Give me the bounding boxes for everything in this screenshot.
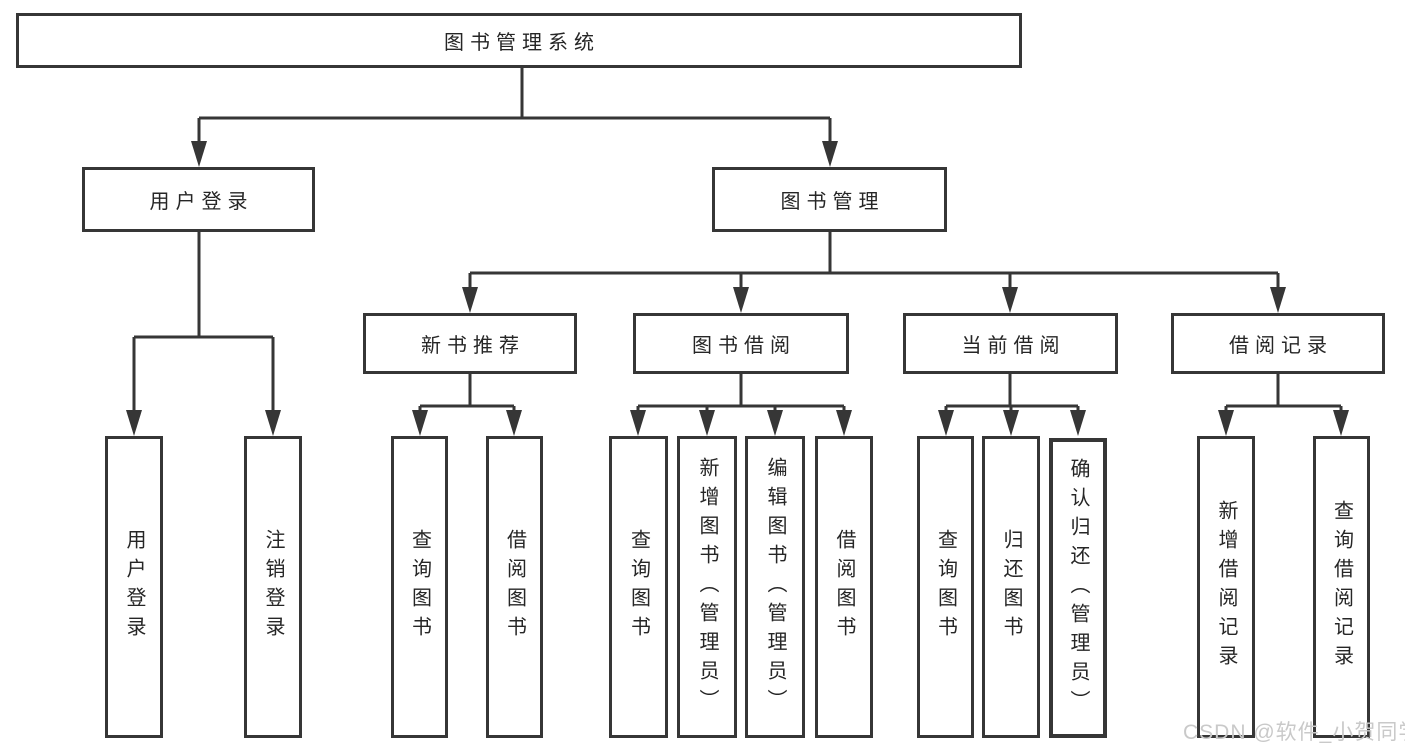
node-label: 借阅图书 — [833, 529, 855, 645]
node-label: 图书借阅 — [692, 335, 796, 357]
watermark: CSDN @软件_小贺同学 — [1183, 721, 1405, 744]
node-label: 确认归还（管理员） — [1067, 457, 1089, 719]
node-label: 用户登录 — [149, 191, 254, 213]
leaf-nbr-query-books: 查询图书 — [391, 436, 448, 738]
node-label: 借阅图书 — [503, 529, 526, 645]
leaf-cb-confirm-return-admin: 确认归还（管理员） — [1049, 438, 1107, 738]
node-label: 归还图书 — [1000, 529, 1022, 645]
node-label: 注销登录 — [262, 529, 284, 645]
node-label: 用户登录 — [123, 529, 145, 645]
leaf-bb-edit-books-admin: 编辑图书（管理员） — [745, 436, 805, 738]
node-label: 当前借阅 — [961, 335, 1066, 357]
leaf-bb-add-books-admin: 新增图书（管理员） — [677, 436, 737, 738]
node-book-borrowing: 图书借阅 — [633, 313, 849, 374]
leaf-br-add-record: 新增借阅记录 — [1197, 436, 1255, 738]
leaf-cb-query-books: 查询图书 — [917, 436, 974, 738]
leaf-user-login: 用户登录 — [105, 436, 163, 738]
node-label: 新增图书（管理员） — [696, 456, 718, 718]
node-root: 图书管理系统 — [16, 13, 1022, 68]
node-label: 查询图书 — [934, 529, 957, 645]
leaf-cb-return-books: 归还图书 — [982, 436, 1040, 738]
node-label: 查询图书 — [408, 529, 431, 645]
node-label: 借阅记录 — [1229, 335, 1333, 357]
leaf-bb-query-books: 查询图书 — [609, 436, 668, 738]
arrowheads — [126, 141, 1349, 436]
node-user-login: 用户登录 — [82, 167, 315, 232]
node-borrowing-records: 借阅记录 — [1171, 313, 1385, 374]
connector-paths — [132, 68, 1343, 414]
node-current-borrowing: 当前借阅 — [903, 313, 1118, 374]
node-label: 新书推荐 — [421, 335, 525, 357]
node-book-management: 图书管理 — [712, 167, 947, 232]
node-label: 图书管理系统 — [444, 32, 600, 54]
leaf-br-query-record: 查询借阅记录 — [1313, 436, 1370, 738]
leaf-nbr-borrow-books: 借阅图书 — [486, 436, 543, 738]
leaf-logout: 注销登录 — [244, 436, 302, 738]
node-label: 新增借阅记录 — [1215, 500, 1237, 674]
node-label: 编辑图书（管理员） — [764, 456, 786, 718]
node-label: 查询借阅记录 — [1330, 500, 1353, 674]
node-label: 图书管理 — [780, 191, 885, 213]
node-new-book-recommend: 新书推荐 — [363, 313, 577, 374]
node-label: 查询图书 — [627, 529, 650, 645]
leaf-bb-borrow-books: 借阅图书 — [815, 436, 873, 738]
